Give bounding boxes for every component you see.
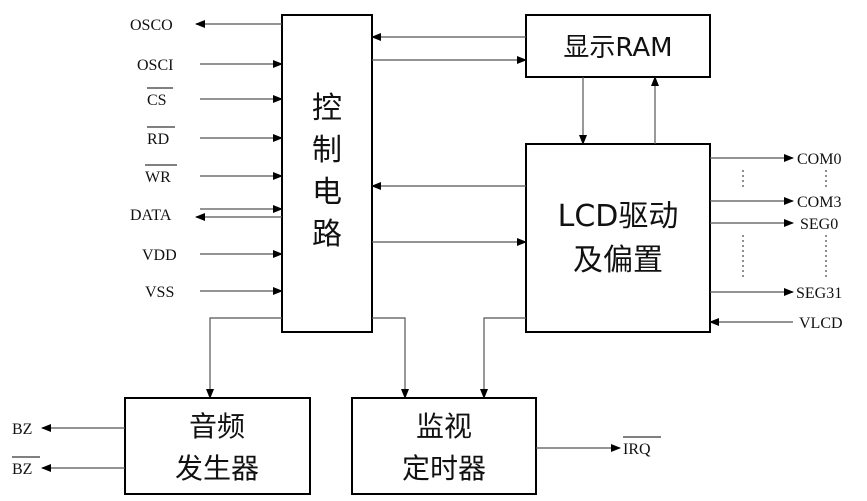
control-label-4: 路: [312, 217, 342, 252]
control-label-1: 控: [312, 91, 342, 126]
bz-label: BZ: [12, 421, 32, 438]
pin-rd: RD: [147, 126, 283, 148]
lcd-driver-label-2: 及偏置: [573, 243, 663, 278]
vss-label: VSS: [145, 284, 174, 301]
display-ram-label: 显示RAM: [563, 33, 672, 63]
pin-data: DATA: [130, 205, 283, 224]
audio-generator-block: 音频 发生器: [124, 397, 311, 495]
watchdog-label-2: 定时器: [402, 452, 486, 485]
control-label-2: 制: [312, 133, 342, 168]
pin-irq: IRQ: [536, 436, 661, 458]
pin-com3: COM3: [710, 194, 841, 211]
audio-label-1: 音频: [189, 410, 245, 443]
pin-osco: OSCO: [130, 17, 282, 34]
pin-vdd: VDD: [142, 247, 283, 264]
osci-label: OSCI: [137, 57, 173, 74]
rd-label: RD: [147, 131, 169, 148]
audio-label-2: 发生器: [175, 452, 259, 485]
lcd-driver-label-1: LCD驱动: [558, 199, 679, 234]
data-label: DATA: [130, 207, 172, 224]
seg31-label: SEG31: [796, 285, 842, 302]
bz-bar-label: BZ: [12, 461, 32, 478]
vlcd-label: VLCD: [799, 315, 843, 332]
pin-seg31: SEG31: [710, 285, 842, 302]
lcd-to-watchdog-arrow: [480, 317, 526, 399]
wr-label: WR: [145, 169, 171, 186]
pin-cs: CS: [147, 87, 283, 109]
control-to-audio-arrow: [206, 317, 282, 399]
pin-com0: COM0: [710, 151, 841, 168]
control-to-watchdog-arrow: [372, 317, 409, 399]
pin-wr: WR: [145, 164, 283, 186]
osco-label: OSCO: [130, 17, 173, 34]
lcd-driver-block: LCD驱动 及偏置: [525, 143, 711, 333]
watchdog-label-1: 监视: [416, 410, 472, 443]
display-ram-block: 显示RAM: [525, 14, 711, 78]
irq-label: IRQ: [623, 441, 651, 458]
vdd-label: VDD: [142, 247, 177, 264]
pin-bz: BZ: [12, 421, 125, 438]
pin-vlcd: VLCD: [709, 315, 843, 332]
watchdog-timer-block: 监视 定时器: [351, 397, 537, 495]
pin-osci: OSCI: [137, 57, 283, 74]
pin-seg0: SEG0: [710, 216, 838, 233]
control-circuit-block: 控 制 电 路: [281, 14, 373, 333]
com3-label: COM3: [797, 194, 841, 211]
seg0-label: SEG0: [800, 216, 838, 233]
com0-label: COM0: [797, 151, 841, 168]
cs-label: CS: [147, 92, 167, 109]
pin-bz-bar: BZ: [12, 456, 125, 478]
control-label-3: 电: [312, 175, 342, 210]
pin-vss: VSS: [145, 284, 283, 301]
